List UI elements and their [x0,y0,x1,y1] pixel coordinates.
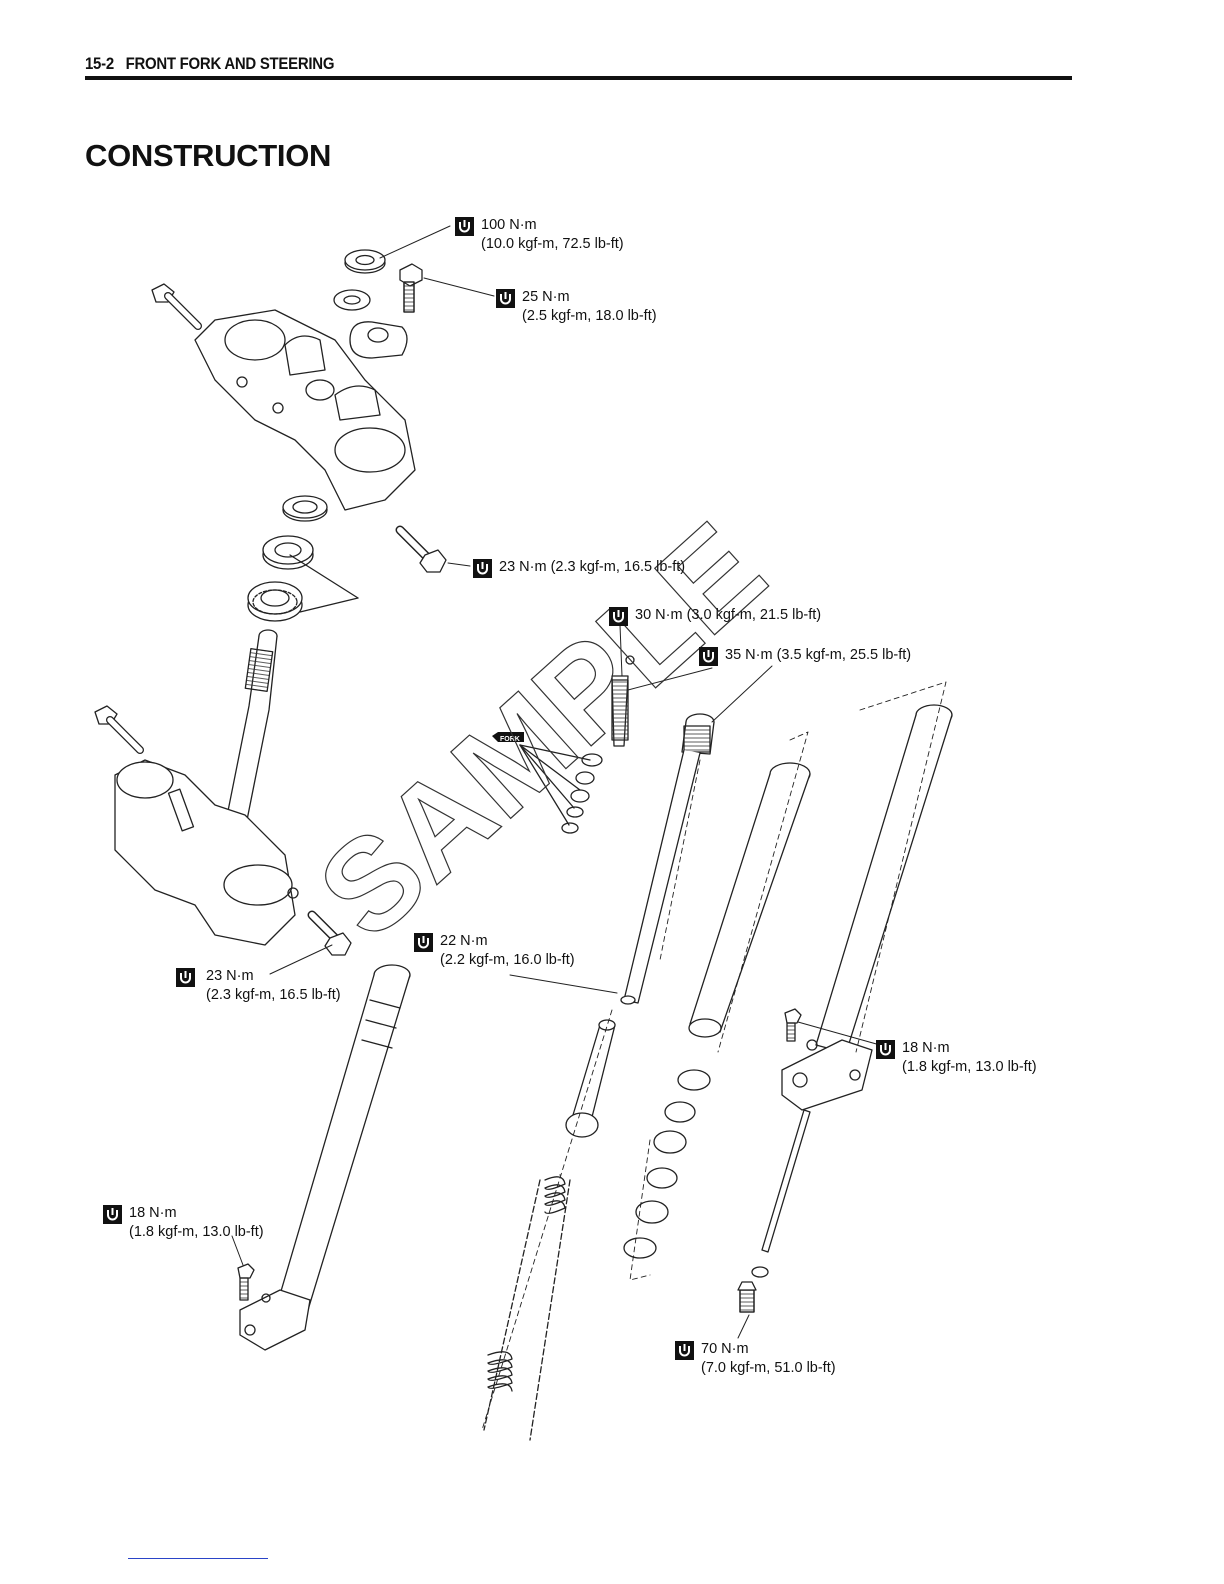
fork-inner-tube [688,762,811,1038]
torque-value: 22 N·m [440,933,488,949]
torque-wrench-icon [876,1040,895,1059]
right-axle-pinch-bolt [784,1008,802,1042]
left-axle-holder [239,1289,311,1351]
footer-link-underline [128,1558,268,1559]
torque-wrench-icon [176,968,195,987]
upper-bracket-bolt [151,283,202,330]
torque-wrench-icon [699,647,718,666]
fork-oil-tag-text: FORK [500,736,520,743]
bottom-bolt [737,1281,757,1313]
handlebar-clamp-bolt [399,263,423,313]
assembly-guidelines [481,681,947,1431]
spring-guide [565,1019,616,1138]
torque-value: 25 N·m [522,289,570,305]
right-axle-holder [781,1039,873,1111]
steering-stem-nut [344,249,386,274]
lower-bracket-bolt [94,705,144,754]
stem-lock-nut [282,495,328,522]
torque-value: 18 N·m [129,1205,177,1221]
spring-collar-tube [483,1179,571,1441]
handlebar-holder [349,321,408,359]
torque-value: 70 N·m [701,1341,749,1357]
torque-value: 23 N·m [206,968,254,984]
torque-conversion: (1.8 kgf-m, 13.0 lb-ft) [129,1224,264,1240]
torque-wrench-icon [609,607,628,626]
steering-bearing [247,581,303,622]
o-rings [561,753,603,834]
section-title: FRONT FORK AND STEERING [125,54,335,73]
damper-rod [761,1109,811,1253]
upper-pinch-bolt [395,525,447,573]
fork-spring-upper [544,1174,566,1214]
left-fork-outer-tube [273,964,411,1324]
torque-wrench-icon [414,933,433,952]
damper-cylinder [620,749,701,1005]
header-rule [85,76,1072,80]
torque-wrench-icon [455,217,474,236]
upper-bracket [194,309,416,511]
fork-damper-bolt [611,655,635,747]
torque-conversion: (2.3 kgf-m, 16.5 lb-ft) [206,987,341,1003]
fork-seals-bushings [623,1069,711,1259]
torque-conversion: (7.0 kgf-m, 51.0 lb-ft) [701,1360,836,1376]
torque-value: 18 N·m [902,1040,950,1056]
lower-pinch-bolt [307,910,352,956]
lower-bracket [114,759,299,946]
torque-conversion: (1.8 kgf-m, 13.0 lb-ft) [902,1059,1037,1075]
torque-wrench-icon [675,1341,694,1360]
section-number: 15-2 [85,54,114,73]
torque-value: 30 N·m (3.0 kgf-m, 21.5 lb-ft) [635,607,822,623]
torque-value: 35 N·m (3.5 kgf-m, 25.5 lb-ft) [725,647,912,663]
leader-lines [231,225,881,1339]
torque-conversion: (2.2 kgf-m, 16.0 lb-ft) [440,952,575,968]
torque-conversion: (2.5 kgf-m, 18.0 lb-ft) [522,308,657,324]
left-axle-pinch-bolt [237,1263,255,1301]
stem-washer [333,289,371,311]
torque-conversion: (10.0 kgf-m, 72.5 lb-ft) [481,236,624,252]
bottom-bolt-washer [751,1266,769,1278]
torque-wrench-icon [473,559,492,578]
fork-cap-bolt [681,713,715,755]
torque-value: 100 N·m [481,217,537,233]
torque-wrench-icon [103,1205,122,1224]
page-header: 15-2 FRONT FORK AND STEERING [85,54,334,74]
right-fork-outer-tube [815,704,953,1054]
fork-oil-tag: FORK [492,732,524,743]
torque-value: 23 N·m (2.3 kgf-m, 16.5 lb-ft) [499,559,686,575]
page-title: CONSTRUCTION [85,138,332,173]
torque-wrench-icon [496,289,515,308]
